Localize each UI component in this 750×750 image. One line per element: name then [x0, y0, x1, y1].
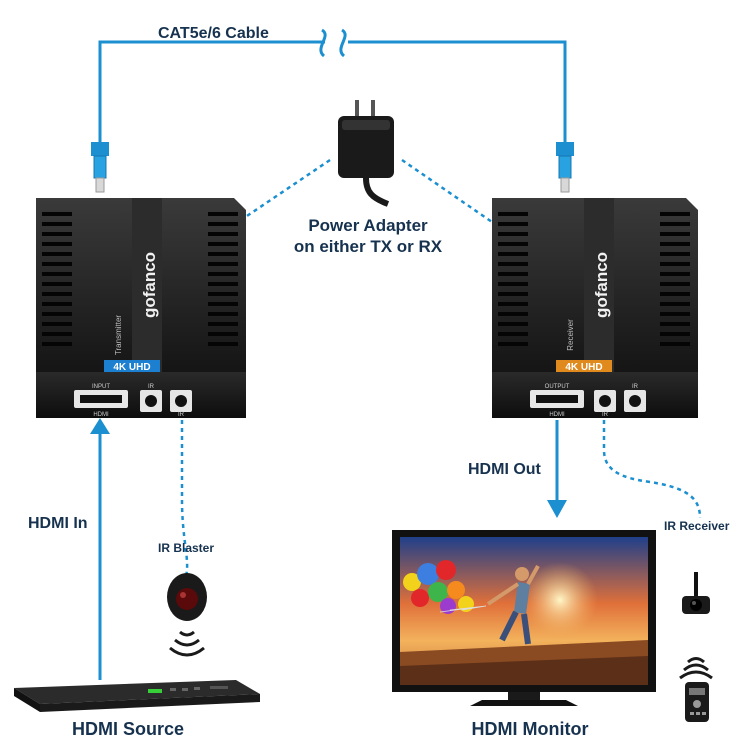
hdmi-source-label: HDMI Source [72, 719, 184, 739]
receiver-badge-bg [556, 360, 612, 372]
receiver-vents-right [660, 212, 690, 346]
transmitter-brand: gofanco [140, 252, 159, 318]
transmitter-device: gofanco Transmitter 4K UHD INPUT HDMI IR… [36, 198, 246, 418]
ir-blaster-cable [180, 420, 189, 577]
receiver-hdmi-top: OUTPUT [545, 384, 570, 390]
receiver-ir2-label: IR [632, 384, 639, 390]
ir-signal-left-icon [169, 630, 205, 657]
jumping-child-icon [486, 565, 540, 645]
transmitter-vents-right [208, 212, 238, 346]
ir-blaster-label: IR Blaster [158, 541, 214, 555]
rj45-plug-right-icon [556, 142, 574, 193]
hdmi-monitor-label: HDMI Monitor [472, 719, 589, 739]
hdmi-out-arrow [547, 420, 567, 518]
transmitter-badge: 4K UHD [113, 362, 150, 373]
hdmi-out-label: HDMI Out [468, 461, 542, 478]
cat-cable-line [98, 40, 567, 150]
power-dotted-lines [237, 158, 493, 224]
power-label-line1: Power Adapter [308, 216, 428, 235]
ir-signal-right-icon [679, 657, 713, 680]
transmitter-vents-left [42, 212, 72, 346]
ir-receiver-cable [602, 420, 702, 519]
transmitter-hdmi-top: INPUT [92, 384, 110, 390]
hdmi-in-label: HDMI In [28, 515, 88, 532]
receiver-vents-left [498, 212, 528, 346]
receiver-hdmi-label: HDMI [549, 412, 565, 418]
ir-receiver-label: IR Receiver [664, 519, 730, 533]
receiver-brand: gofanco [592, 252, 611, 318]
power-adapter-icon [338, 100, 394, 207]
transmitter-ir2-label: IR [178, 412, 185, 418]
ir-receiver-icon [682, 572, 710, 614]
cable-break-icon [319, 28, 347, 58]
transmitter-model: Transmitter [114, 315, 123, 355]
transmitter-hdmi-label: HDMI [93, 412, 109, 418]
power-label-line2: on either TX or RX [294, 237, 443, 256]
receiver-model: Receiver [566, 319, 575, 351]
cable-label: CAT5e/6 Cable [158, 25, 269, 42]
receiver-device: gofanco Receiver 4K UHD OUTPUT HDMI IR I… [492, 198, 698, 418]
hdmi-monitor-icon [392, 530, 656, 706]
balloons-icon [403, 560, 487, 614]
transmitter-badge-bg [104, 360, 160, 372]
receiver-ir-label: IR [602, 412, 609, 418]
remote-control-icon [685, 682, 709, 722]
ir-blaster-icon [167, 573, 207, 621]
transmitter-ir-label: IR [148, 384, 155, 390]
hdmi-in-arrow [90, 418, 110, 680]
receiver-badge: 4K UHD [565, 362, 602, 373]
rj45-plug-left-icon [91, 142, 109, 193]
hdmi-source-player-icon [14, 680, 260, 712]
